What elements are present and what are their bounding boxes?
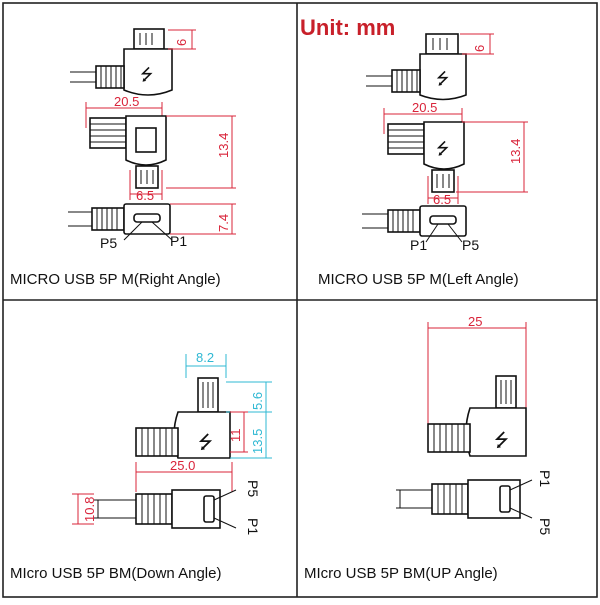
unit-label: Unit: mm [300, 15, 395, 40]
panel-label: MIcro USB 5P BM(Down Angle) [10, 565, 221, 582]
pin-label-right: P5 [462, 237, 479, 253]
panel-down-angle: 8.2 ⭍ 5.6 11 13.5 25.0 P5 P1 10.8 MIcro … [10, 350, 272, 582]
panel-up-angle: 25 ⭍ P1 P5 MIcro USB 5P BM(UP Angle) [304, 314, 553, 582]
pin-label-top: P1 [537, 470, 553, 487]
pin-label-right: P1 [170, 233, 187, 249]
usb-trident-icon: ⭍ [436, 140, 449, 158]
dim-width: 20.5 [114, 94, 139, 109]
dim-tip: 6.5 [433, 192, 451, 207]
dim-height: 13.4 [216, 133, 231, 158]
dim-height: 13.4 [508, 139, 523, 164]
dim-length: 25.0 [170, 458, 195, 473]
dim-depth: 7.4 [216, 214, 231, 232]
pin-label-left: P1 [410, 237, 427, 253]
usb-trident-icon: ⭍ [140, 66, 153, 84]
pin-label-left: P5 [100, 235, 117, 251]
panel-label: MICRO USB 5P M(Left Angle) [318, 271, 519, 288]
dim-total-height: 13.5 [250, 429, 265, 454]
usb-trident-icon: ⭍ [198, 432, 213, 452]
micro-plug-tip [133, 28, 165, 50]
micro-port [499, 485, 511, 513]
panel-right-angle: ⭍ 6 20.5 13.4 6.5 [10, 28, 236, 288]
panel-label: MICRO USB 5P M(Right Angle) [10, 271, 221, 288]
right-side-view: 7.4 P5 P1 [68, 203, 236, 251]
pin-label-bottom: P1 [245, 518, 261, 535]
usb-trident-icon: ⭍ [436, 70, 449, 88]
left-top-view: ⭍ 6 [366, 33, 494, 101]
micro-port [203, 495, 215, 523]
right-top-view: ⭍ 6 [70, 28, 196, 96]
dim-plug-height: 6 [174, 39, 189, 46]
left-front-view: ⭍ 13.4 6.5 [387, 121, 528, 207]
right-front-view: 13.4 6.5 [89, 115, 236, 203]
micro-port [429, 215, 457, 225]
panel-left-angle: ⭍ 6 20.5 ⭍ 13.4 6.5 [318, 33, 528, 288]
dim-plug-height: 6 [472, 45, 487, 52]
usb-trident-icon: ⭍ [494, 430, 509, 450]
micro-port [133, 213, 161, 223]
connector-body [123, 48, 173, 96]
dim-width: 20.5 [412, 100, 437, 115]
pin-label-bottom: P5 [537, 518, 553, 535]
dim-plug-height: 5.6 [250, 392, 265, 410]
dim-cable-dia: 10.8 [82, 497, 97, 522]
pin-label-top: P5 [245, 480, 261, 497]
dim-tip: 6.5 [136, 188, 154, 203]
dim-width: 25 [468, 314, 482, 329]
panel-label: MIcro USB 5P BM(UP Angle) [304, 565, 498, 582]
left-side-view: P1 P5 [362, 205, 479, 253]
dim-plug-width: 8.2 [196, 350, 214, 365]
dim-inner-height: 11 [228, 429, 243, 443]
